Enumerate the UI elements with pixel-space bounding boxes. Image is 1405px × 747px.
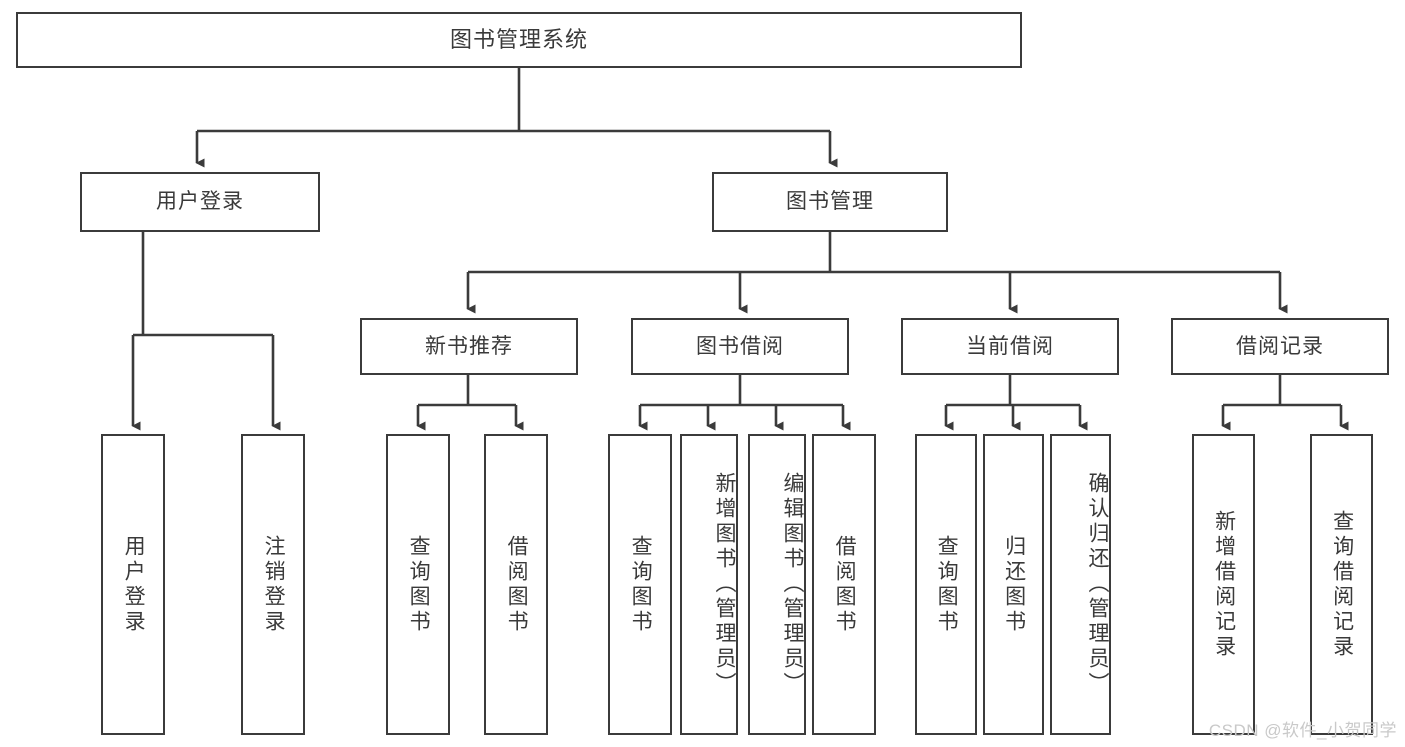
- leaf-current-borrow-confirm-admin[interactable]: 确认归还（管理员）: [1050, 434, 1111, 735]
- leaf-book-borrow-query[interactable]: 查询图书: [608, 434, 672, 735]
- leaf-book-borrow-borrow[interactable]: 借阅图书: [812, 434, 876, 735]
- leaf-current-borrow-return[interactable]: 归还图书: [983, 434, 1044, 735]
- leaf-current-borrow-query[interactable]: 查询图书: [915, 434, 977, 735]
- leaf-new-book-query[interactable]: 查询图书: [386, 434, 450, 735]
- leaf-borrow-record-add[interactable]: 新增借阅记录: [1192, 434, 1255, 735]
- leaf-borrow-record-query[interactable]: 查询借阅记录: [1310, 434, 1373, 735]
- csdn-watermark: CSDN @软件_小贺同学: [1208, 721, 1397, 740]
- node-new-book-recommend[interactable]: 新书推荐: [360, 318, 578, 375]
- node-borrow-record[interactable]: 借阅记录: [1171, 318, 1389, 375]
- node-current-borrow[interactable]: 当前借阅: [901, 318, 1119, 375]
- leaf-user-login-logout[interactable]: 注销登录: [241, 434, 305, 735]
- leaf-book-borrow-add-admin[interactable]: 新增图书（管理员）: [680, 434, 738, 735]
- leaf-new-book-borrow[interactable]: 借阅图书: [484, 434, 548, 735]
- node-user-login[interactable]: 用户登录: [80, 172, 320, 232]
- leaf-book-borrow-edit-admin[interactable]: 编辑图书（管理员）: [748, 434, 806, 735]
- node-book-borrow[interactable]: 图书借阅: [631, 318, 849, 375]
- node-book-management[interactable]: 图书管理: [712, 172, 948, 232]
- node-root-system[interactable]: 图书管理系统: [16, 12, 1022, 68]
- leaf-user-login-login[interactable]: 用户登录: [101, 434, 165, 735]
